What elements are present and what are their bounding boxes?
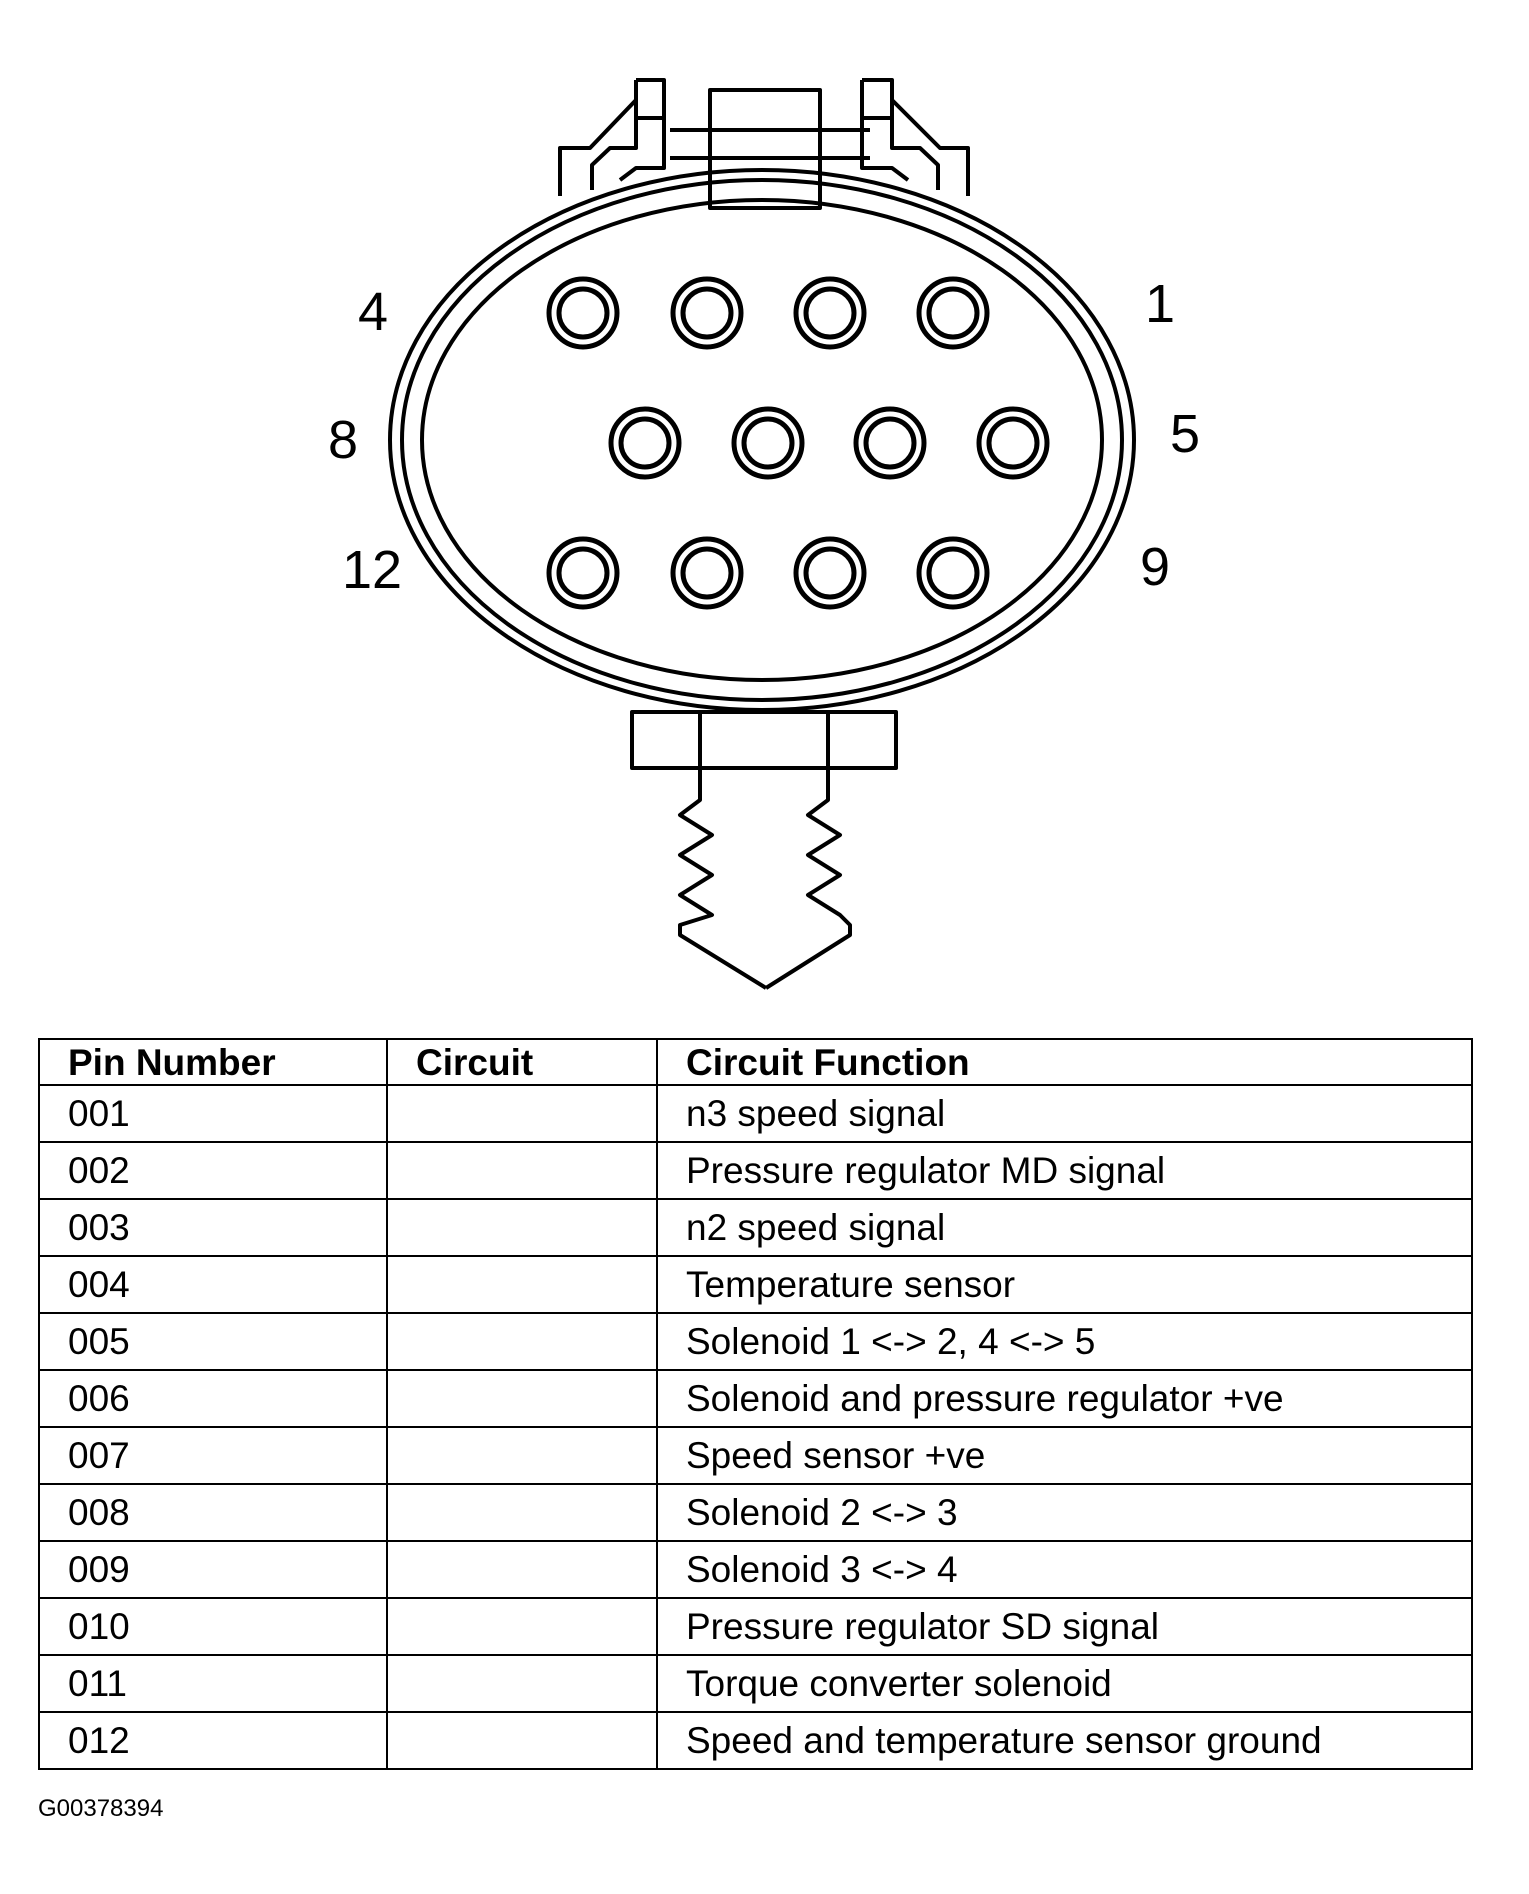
cell-circuit	[386, 1654, 658, 1713]
cell-circuit	[386, 1369, 658, 1428]
cell-circuit	[386, 1141, 658, 1200]
pin-terminal	[853, 406, 927, 480]
cell-circuit	[386, 1084, 658, 1143]
cell-pin-number: 003	[38, 1198, 388, 1257]
cell-pin-number: 005	[38, 1312, 388, 1371]
pin-terminal	[741, 416, 795, 470]
cell-pin-number: 012	[38, 1711, 388, 1770]
pin-terminal	[926, 286, 980, 340]
cell-circuit-function: Solenoid 3 <-> 4	[656, 1540, 1473, 1599]
pin-terminal	[916, 536, 990, 610]
pin-label-9: 9	[1140, 537, 1170, 597]
table-row: 011 Torque converter solenoid	[38, 1654, 1473, 1713]
table-header-row: Pin Number Circuit Circuit Function	[38, 1038, 1473, 1086]
pin-terminal	[556, 546, 610, 600]
cell-pin-number: 010	[38, 1597, 388, 1656]
cell-circuit	[386, 1711, 658, 1770]
table-row: 004 Temperature sensor	[38, 1255, 1473, 1314]
table-row: 010 Pressure regulator SD signal	[38, 1597, 1473, 1656]
cell-circuit	[386, 1483, 658, 1542]
pin-terminal	[803, 546, 857, 600]
cell-circuit	[386, 1198, 658, 1257]
cell-circuit-function: Pressure regulator SD signal	[656, 1597, 1473, 1656]
cell-pin-number: 002	[38, 1141, 388, 1200]
header-circuit-function: Circuit Function	[656, 1038, 1473, 1086]
pin-terminal	[618, 416, 672, 470]
cell-pin-number: 004	[38, 1255, 388, 1314]
header-pin-number: Pin Number	[38, 1038, 388, 1086]
cell-circuit	[386, 1312, 658, 1371]
pin-label-12: 12	[342, 540, 402, 600]
pin-label-1: 1	[1145, 274, 1175, 334]
cell-pin-number: 007	[38, 1426, 388, 1485]
cell-circuit-function: Temperature sensor	[656, 1255, 1473, 1314]
table-row: 005 Solenoid 1 <-> 2, 4 <-> 5	[38, 1312, 1473, 1371]
cell-circuit-function: Solenoid 2 <-> 3	[656, 1483, 1473, 1542]
cell-circuit-function: Torque converter solenoid	[656, 1654, 1473, 1713]
cell-pin-number: 006	[38, 1369, 388, 1428]
connector-wire-exit	[630, 710, 898, 990]
cell-circuit-function: Speed and temperature sensor ground	[656, 1711, 1473, 1770]
pin-terminal	[926, 546, 980, 600]
table-row: 006 Solenoid and pressure regulator +ve	[38, 1369, 1473, 1428]
cell-circuit-function: n3 speed signal	[656, 1084, 1473, 1143]
cell-circuit-function: Pressure regulator MD signal	[656, 1141, 1473, 1200]
table-row: 008 Solenoid 2 <-> 3	[38, 1483, 1473, 1542]
cell-pin-number: 009	[38, 1540, 388, 1599]
header-circuit: Circuit	[386, 1038, 658, 1086]
connector-diagram: 4 1 8 5 12 9	[328, 78, 1200, 990]
pin-label-4: 4	[358, 282, 388, 342]
connector-inner-face	[420, 198, 1104, 682]
pin-terminal	[916, 276, 990, 350]
table-row: 003 n2 speed signal	[38, 1198, 1473, 1257]
cell-circuit	[386, 1597, 658, 1656]
pin-label-5: 5	[1170, 404, 1200, 464]
pin-terminal	[731, 406, 805, 480]
figure-id: G00378394	[38, 1795, 164, 1822]
table-row: 012 Speed and temperature sensor ground	[38, 1711, 1473, 1770]
cell-circuit-function: Solenoid and pressure regulator +ve	[656, 1369, 1473, 1428]
pin-terminal	[793, 276, 867, 350]
pin-terminal	[680, 546, 734, 600]
table-row: 007 Speed sensor +ve	[38, 1426, 1473, 1485]
pin-terminal	[670, 276, 744, 350]
table-row: 002 Pressure regulator MD signal	[38, 1141, 1473, 1200]
pin-terminal	[546, 536, 620, 610]
cell-circuit	[386, 1540, 658, 1599]
pin-terminal	[976, 406, 1050, 480]
pin-terminal	[986, 416, 1040, 470]
pin-terminal	[793, 536, 867, 610]
cell-circuit	[386, 1426, 658, 1485]
cell-pin-number: 001	[38, 1084, 388, 1143]
pin-terminal	[556, 286, 610, 340]
cell-circuit-function: Speed sensor +ve	[656, 1426, 1473, 1485]
connector-outer-shell	[388, 168, 1136, 712]
pin-terminal	[670, 536, 744, 610]
pin-terminal	[680, 286, 734, 340]
table-row: 009 Solenoid 3 <-> 4	[38, 1540, 1473, 1599]
cell-pin-number: 011	[38, 1654, 388, 1713]
table-row: 001 n3 speed signal	[38, 1084, 1473, 1143]
cell-circuit	[386, 1255, 658, 1314]
pin-terminal	[803, 286, 857, 340]
pin-terminals	[546, 276, 1050, 610]
cell-pin-number: 008	[38, 1483, 388, 1542]
connector-shell-rim	[400, 178, 1124, 702]
pin-terminal	[546, 276, 620, 350]
pin-terminal	[608, 406, 682, 480]
connector-latch	[558, 78, 970, 210]
cell-circuit-function: Solenoid 1 <-> 2, 4 <-> 5	[656, 1312, 1473, 1371]
pin-terminal	[863, 416, 917, 470]
pin-function-table: Pin Number Circuit Circuit Function 001 n…	[38, 1038, 1473, 1770]
cell-circuit-function: n2 speed signal	[656, 1198, 1473, 1257]
pin-label-8: 8	[328, 410, 358, 470]
